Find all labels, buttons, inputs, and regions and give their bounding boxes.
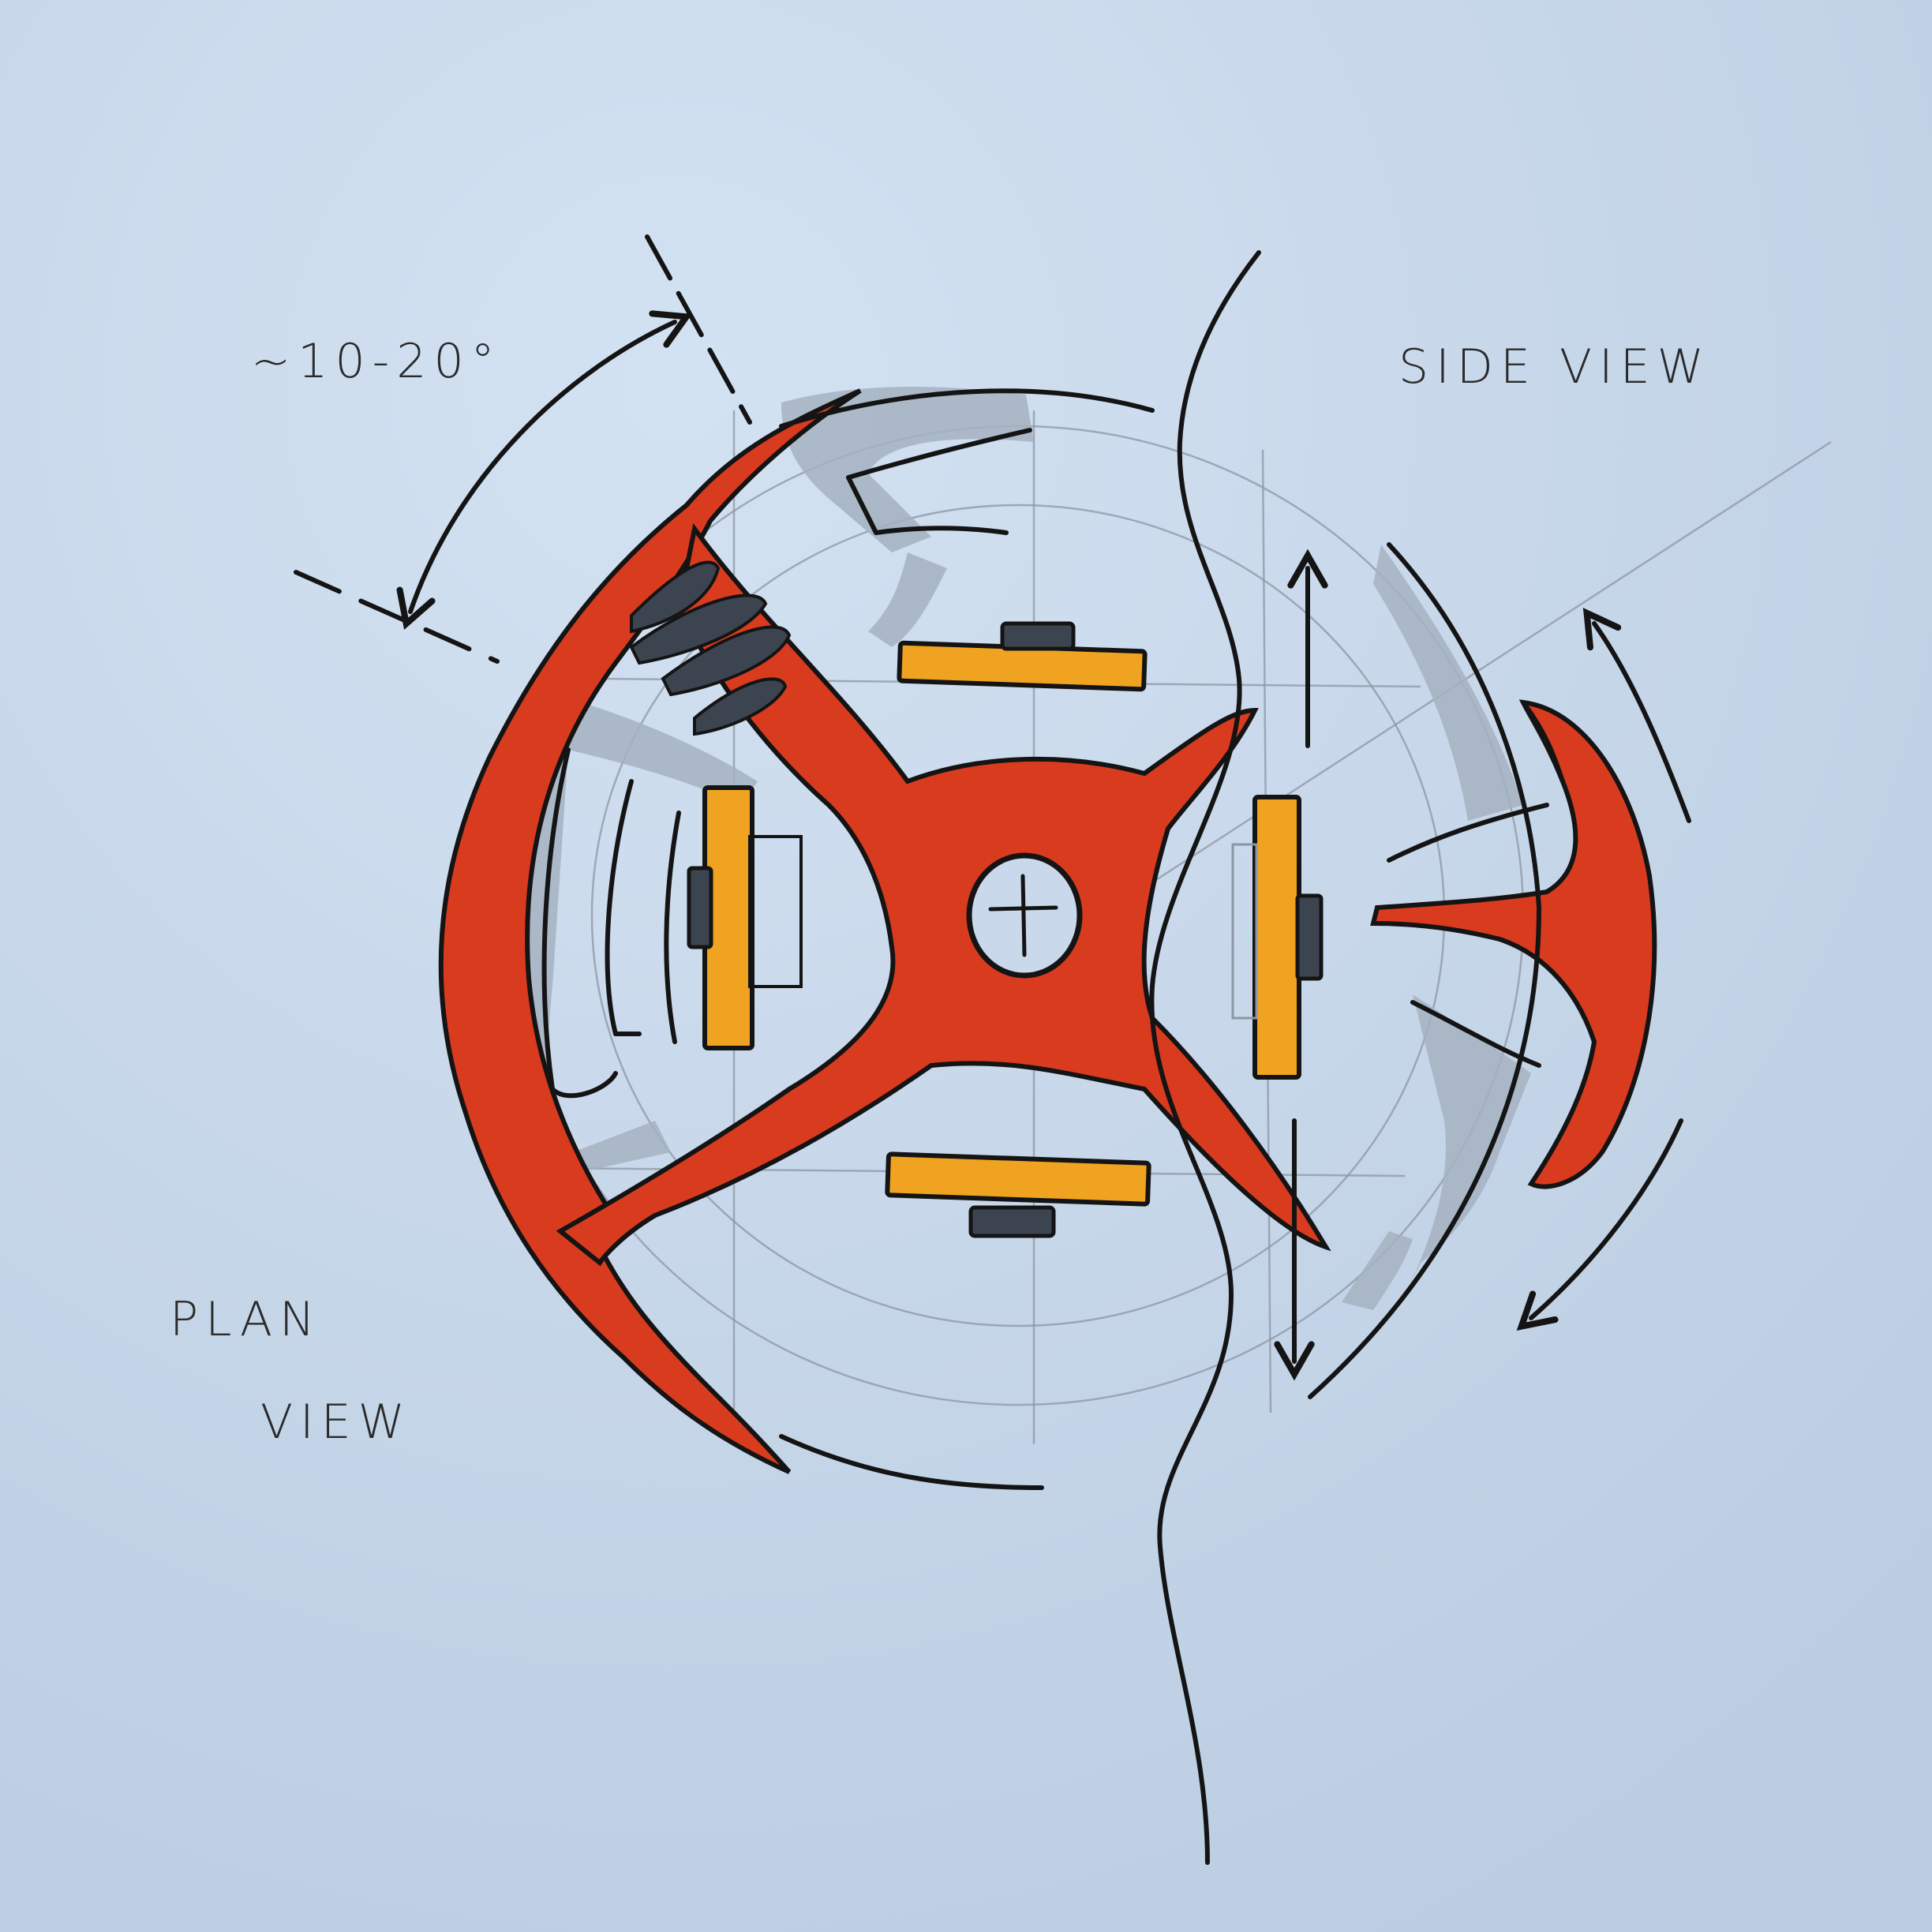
pad-bracket-bottom xyxy=(968,1205,1056,1238)
plan-view-label-line1: PLAN xyxy=(170,1292,322,1347)
inner-bracket-left-mid xyxy=(605,779,642,1036)
labels: ~10-20° SIDE VIEW PLAN VIEW xyxy=(170,334,1711,1450)
pad-frame-left xyxy=(748,835,803,988)
angle-label: ~10-20° xyxy=(251,334,502,389)
inner-bracket-left-outer xyxy=(541,747,618,1099)
side-view-spokes-lower xyxy=(1410,1000,1541,1068)
inner-bracket-top xyxy=(846,428,1032,480)
pad-bracket-left xyxy=(687,866,713,949)
pads xyxy=(687,621,1324,1238)
ink-outlines xyxy=(294,234,1565,1865)
side-view-t-profile xyxy=(1370,699,1657,1189)
plan-view-label-line2: VIEW xyxy=(260,1395,412,1450)
rotation-arrow-upper xyxy=(1582,608,1691,823)
pad-frame-right xyxy=(1231,843,1258,1020)
angle-guide-upper xyxy=(645,234,752,425)
angle-guide-lower xyxy=(294,570,500,664)
side-view-label: SIDE VIEW xyxy=(1398,339,1711,395)
angle-arrow xyxy=(396,310,693,631)
plan-side-divider-curve xyxy=(1149,250,1261,1865)
side-view-bracket xyxy=(1521,700,1565,784)
plan-view-outer-arc xyxy=(438,388,862,1474)
hub-crosshair-vertical xyxy=(1020,874,1027,957)
pad-bracket-right xyxy=(1295,893,1324,981)
outer-circle-right xyxy=(1308,542,1541,1399)
outer-circle-bottom xyxy=(779,1434,1044,1490)
pad-right xyxy=(1252,795,1301,1080)
rotation-arrow-lower xyxy=(1516,1118,1683,1331)
inner-bracket-top-drop xyxy=(846,475,1009,535)
side-view-spokes xyxy=(1387,803,1549,863)
motion-arrows xyxy=(396,310,1691,1381)
pad-bottom xyxy=(885,1151,1151,1207)
inner-bracket-left-inner xyxy=(664,811,681,1044)
pad-bracket-top xyxy=(1000,621,1076,651)
outer-circle-top xyxy=(779,388,1155,429)
